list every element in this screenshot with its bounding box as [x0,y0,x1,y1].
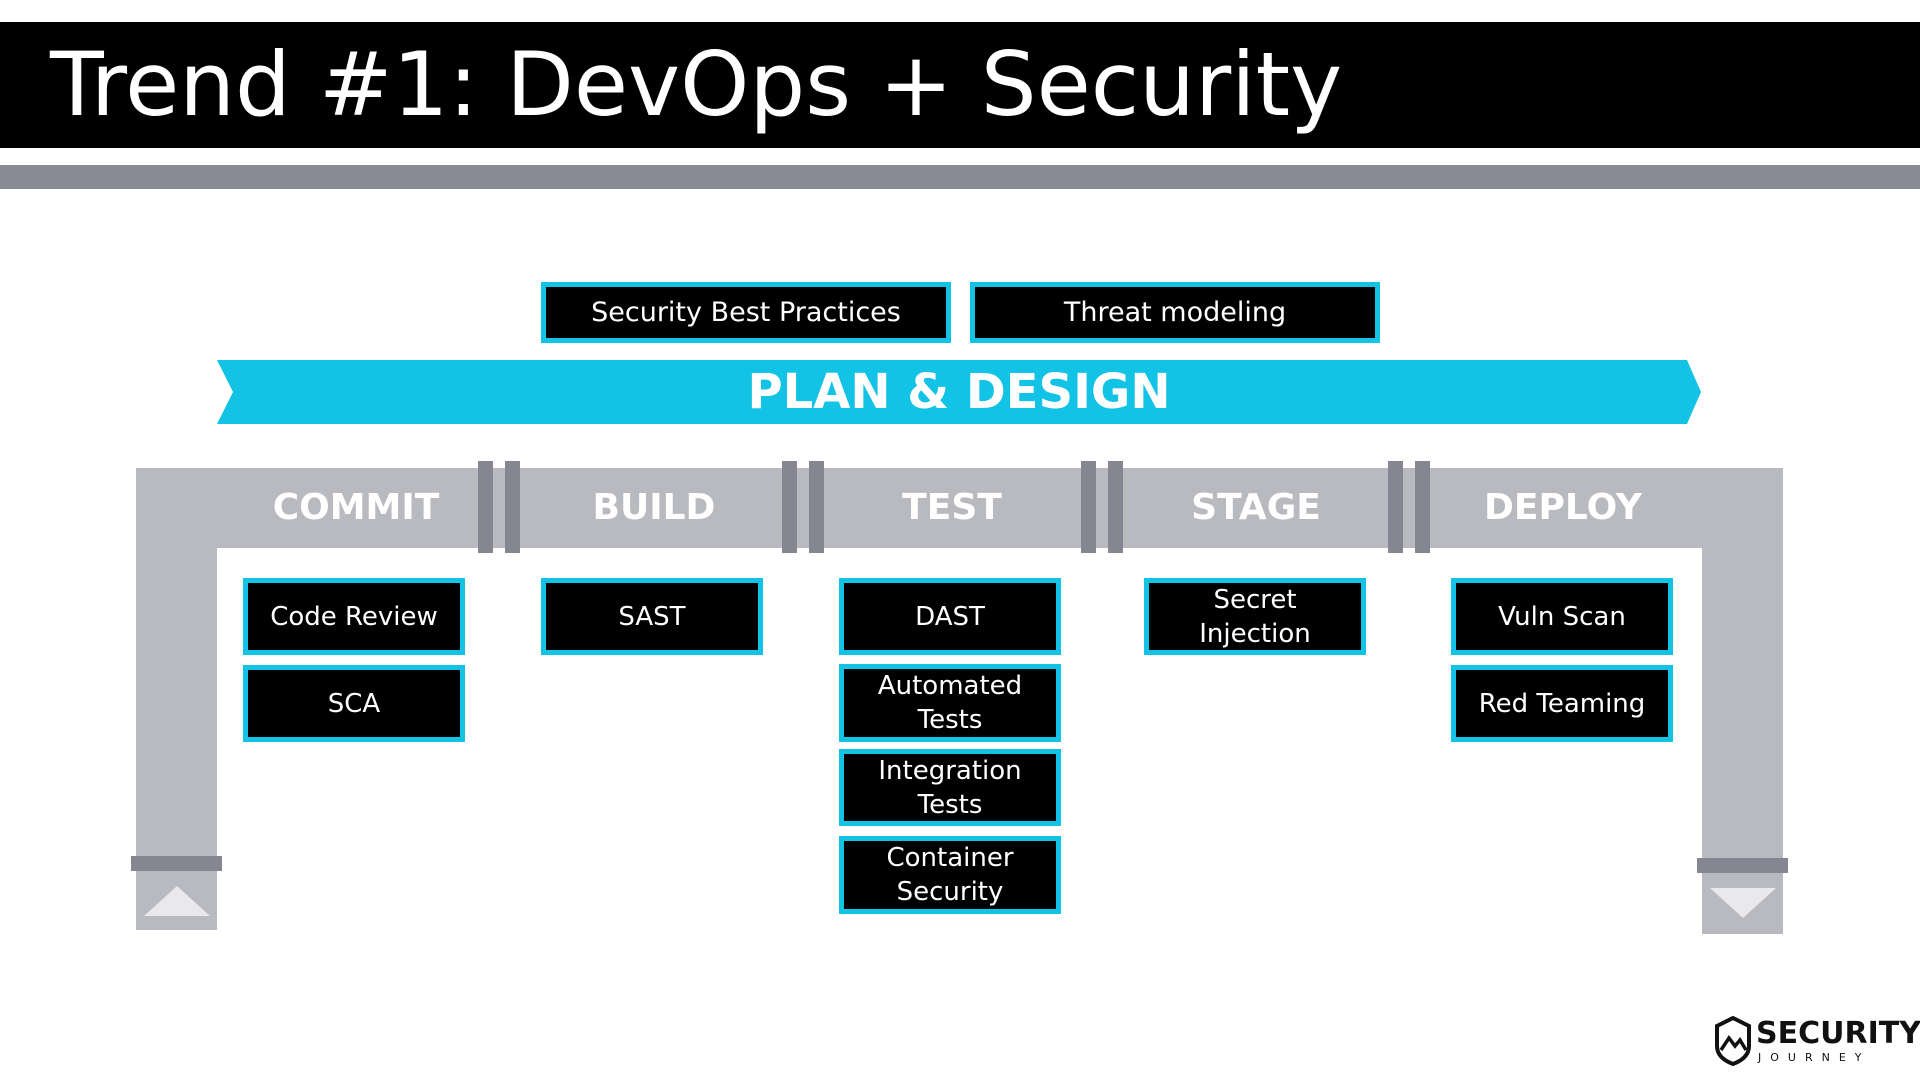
logo-wordmark: SECURITY [1756,1016,1920,1051]
stage-label-deploy: DEPLOY [1484,487,1642,528]
pipe-separator [478,461,493,553]
stage-label-test: TEST [902,487,1002,528]
vuln-scan-box: Vuln Scan [1451,578,1673,655]
sca-box: SCA [243,665,465,742]
sast-box: SAST [541,578,763,655]
security-best-practices-box: Security Best Practices [541,282,951,343]
red-teaming-box: Red Teaming [1451,665,1673,742]
pipe-right-flange [1697,858,1788,873]
stage-label-stage: STAGE [1191,487,1321,528]
pipe-top [136,468,1783,548]
pipe-left-flange [131,856,222,871]
pipe-separator [1415,461,1430,553]
pipe-left-leg [136,468,217,858]
secret-injection-box: Secret Injection [1144,578,1366,655]
title-bar [0,22,1920,148]
logo-subtitle: JOURNEY [1758,1051,1871,1064]
code-review-box: Code Review [243,578,465,655]
pipe-separator [782,461,797,553]
automated-tests-box: Automated Tests [839,664,1061,742]
accent-bar [0,165,1920,189]
slide-title: Trend #1: DevOps + Security [50,33,1343,136]
threat-modeling-box: Threat modeling [970,282,1380,343]
container-security-box: Container Security [839,836,1061,914]
pipe-separator [1108,461,1123,553]
stage-label-build: BUILD [592,487,716,528]
pipe-right-leg [1702,468,1783,858]
integration-tests-box: Integration Tests [839,749,1061,826]
shield-mountain-icon [1715,1016,1751,1066]
down-arrow-icon [1710,888,1776,918]
pipe-separator [1388,461,1403,553]
security-journey-logo: SECURITY JOURNEY [1714,1016,1920,1066]
plan-design-banner: PLAN & DESIGN [217,360,1701,424]
dast-box: DAST [839,578,1061,655]
pipe-separator [809,461,824,553]
pipe-separator [505,461,520,553]
pipe-separator [1081,461,1096,553]
up-arrow-icon [144,886,210,916]
stage-label-commit: COMMIT [272,487,440,528]
